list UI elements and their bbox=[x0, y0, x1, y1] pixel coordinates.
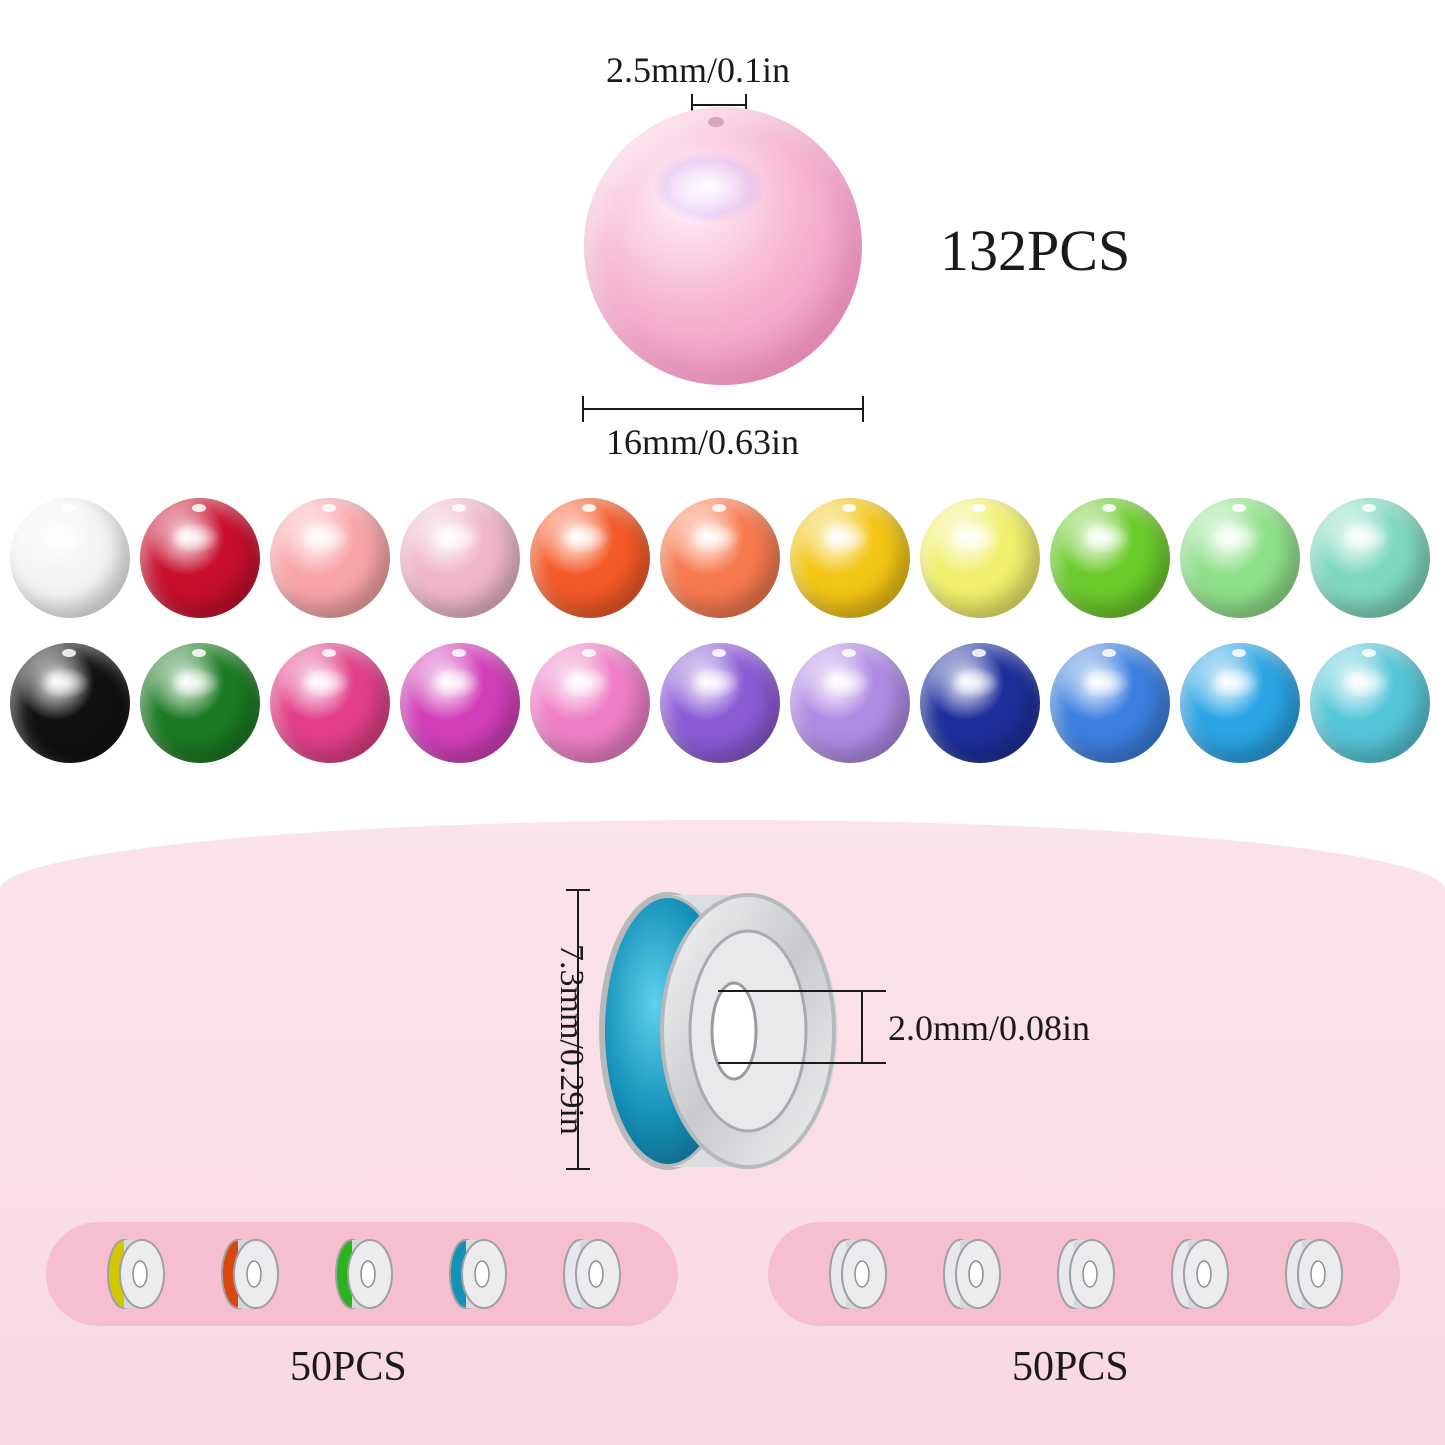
mini-rondelle-spacer bbox=[335, 1239, 393, 1309]
colored-spacers-pill bbox=[46, 1222, 678, 1326]
diameter-dimension-tick-right bbox=[862, 396, 864, 422]
mini-rondelle-spacer bbox=[563, 1239, 621, 1309]
diameter-dimension-tick-left bbox=[582, 396, 584, 422]
color-bead bbox=[530, 643, 650, 763]
color-bead bbox=[1310, 498, 1430, 618]
color-bead bbox=[530, 498, 650, 618]
spacer-hole-vertical bbox=[861, 990, 863, 1064]
bead-row-2 bbox=[10, 643, 1440, 767]
color-bead bbox=[400, 498, 520, 618]
diameter-dimension-line bbox=[582, 408, 864, 410]
diameter-label: 16mm/0.63in bbox=[606, 422, 800, 462]
spacer-hole-label: 2.0mm/0.08in bbox=[888, 1008, 1091, 1048]
spacer-hole-line-top bbox=[718, 990, 886, 992]
color-bead bbox=[1310, 643, 1430, 763]
mini-rondelle-spacer bbox=[1171, 1239, 1229, 1309]
mini-rondelle-spacer bbox=[829, 1239, 887, 1309]
color-bead bbox=[10, 643, 130, 763]
color-bead bbox=[1050, 498, 1170, 618]
spacer-height-tick-top bbox=[566, 889, 590, 891]
clear-spacers-count-label: 50PCS bbox=[1012, 1344, 1129, 1390]
spacer-height-line bbox=[577, 890, 579, 1170]
mini-rondelle-spacer bbox=[449, 1239, 507, 1309]
mini-rondelle-spacer bbox=[1057, 1239, 1115, 1309]
clear-spacers-pill bbox=[768, 1222, 1400, 1326]
spacer-height-tick-bottom bbox=[566, 1168, 590, 1170]
mini-rondelle-spacer bbox=[221, 1239, 279, 1309]
color-bead bbox=[660, 498, 780, 618]
bead-count-label: 132PCS bbox=[940, 218, 1131, 283]
featured-pink-bead bbox=[584, 107, 862, 385]
mini-rondelle-spacer bbox=[107, 1239, 165, 1309]
hole-size-label: 2.5mm/0.1in bbox=[606, 50, 791, 90]
bead-hole bbox=[708, 117, 724, 127]
color-bead bbox=[790, 643, 910, 763]
hole-dimension-tick-right bbox=[745, 94, 747, 116]
color-bead bbox=[790, 498, 910, 618]
color-bead bbox=[1180, 498, 1300, 618]
color-bead bbox=[10, 498, 130, 618]
rondelle-spacer-bead bbox=[599, 892, 838, 1170]
mini-rondelle-spacer bbox=[943, 1239, 1001, 1309]
hole-dimension-line bbox=[691, 104, 747, 106]
color-bead bbox=[1180, 643, 1300, 763]
hole-dimension-tick-left bbox=[691, 94, 693, 116]
color-bead bbox=[400, 643, 520, 763]
bead-shine bbox=[654, 152, 764, 222]
bead-row-1 bbox=[10, 498, 1440, 622]
mini-rondelle-spacer bbox=[1285, 1239, 1343, 1309]
color-bead bbox=[270, 498, 390, 618]
spacer-hole-line-bottom bbox=[718, 1062, 886, 1064]
color-bead bbox=[920, 498, 1040, 618]
color-bead bbox=[140, 643, 260, 763]
color-bead bbox=[660, 643, 780, 763]
color-bead bbox=[1050, 643, 1170, 763]
color-bead bbox=[920, 643, 1040, 763]
spacer-height-label: 7.3mm/0.29in bbox=[553, 944, 590, 1135]
colored-spacers-count-label: 50PCS bbox=[290, 1344, 407, 1390]
color-bead bbox=[140, 498, 260, 618]
color-bead bbox=[270, 643, 390, 763]
